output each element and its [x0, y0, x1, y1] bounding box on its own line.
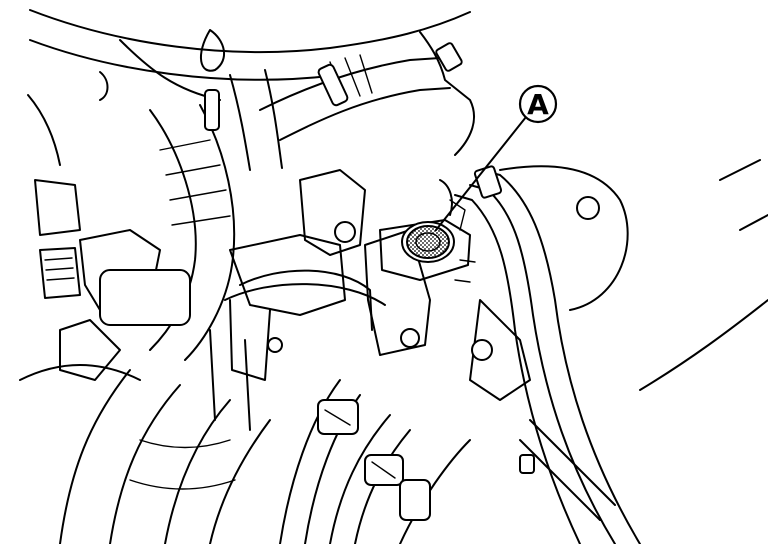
right-lines [454, 159, 768, 544]
callout-a-label: A [527, 88, 549, 121]
intake-runners [59, 369, 271, 544]
bottom-hoses [279, 379, 471, 544]
center-assembly [209, 169, 431, 431]
upper-cover [29, 9, 471, 101]
highlighted-round-cap [401, 221, 455, 263]
left-duct [149, 63, 349, 361]
left-connectors [19, 94, 191, 381]
callout-a: A [435, 84, 558, 231]
